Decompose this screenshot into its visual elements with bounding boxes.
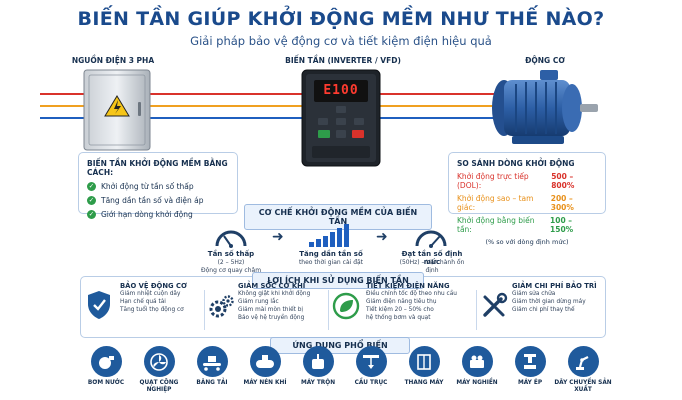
app-mixer: MÁY TRỘN [288, 346, 348, 387]
inverter-label: BIẾN TẦN (INVERTER / VFD) [285, 56, 401, 65]
soft-start-item: ✓Giới hạn dòng khởi động [87, 210, 193, 219]
divider [328, 290, 329, 330]
soft-start-title: BIẾN TẦN KHỞI ĐỘNG MỀM BẰNG CÁCH: [87, 159, 228, 177]
mixer-icon [312, 353, 324, 369]
press-icon [524, 353, 536, 369]
tools-icon [483, 292, 508, 317]
comparison-note: (% so với dòng định mức) [485, 238, 569, 246]
inverter-icon [301, 69, 381, 167]
app-crusher: MÁY NGHIỀN [447, 346, 507, 387]
step-rated-title: Đạt tần số định mức [401, 250, 463, 266]
app-press: MÁY ÉP [500, 346, 560, 387]
motor-label: ĐỘNG CƠ [525, 56, 565, 65]
check-icon: ✓ [87, 210, 96, 219]
gauge-full-icon [415, 230, 447, 248]
eco-leaf-icon [332, 292, 360, 320]
crusher-icon [470, 355, 484, 368]
crane-icon [363, 354, 379, 369]
step-rated-sub1: (50Hz) – Vận hành ổn định [399, 259, 465, 274]
app-elevator: THANG MÁY [394, 346, 454, 387]
divider [204, 290, 205, 330]
soft-start-item: ✓Khởi động từ tần số thấp [87, 182, 194, 191]
benefit-mechanical-shock: GIẢM SỐC CƠ KHÍ Không giật khi khởi động… [238, 282, 311, 322]
mechanism-title: CƠ CHẾ KHỞI ĐỘNG MỀM CỦA BIẾN TẦN [244, 204, 432, 230]
comparison-row: Khởi động sao – tam giác:200 – 300% [457, 194, 574, 212]
page-subtitle: Giải pháp bảo vệ động cơ và tiết kiệm đi… [190, 34, 492, 48]
app-pump: BƠM NƯỚC [76, 346, 136, 387]
power-label: NGUỒN ĐIỆN 3 PHA [71, 56, 155, 65]
robot-arm-icon [576, 355, 589, 370]
compressor-icon [256, 354, 274, 368]
step-ramp-sub1: theo thời gian cài đặt [298, 259, 364, 266]
app-fan: QUẠT CÔNG NGHIỆP [129, 346, 189, 394]
fan-icon [150, 352, 168, 371]
step-low-title: Tần số thấp [207, 250, 255, 258]
soft-start-box: BIẾN TẦN KHỞI ĐỘNG MỀM BẰNG CÁCH: ✓Khởi … [78, 152, 238, 219]
conveyor-icon [203, 355, 221, 371]
app-crane: CẦU TRỤC [341, 346, 401, 387]
comparison-title: SO SÁNH DÒNG KHỞI ĐỘNG [457, 159, 575, 168]
step-ramp-title: Tăng dần tần số [299, 250, 363, 258]
shield-check-icon [88, 291, 110, 319]
benefit-motor-protection: BẢO VỆ ĐỘNG CƠ Giảm nhiệt cuộn dây Hạn c… [120, 282, 187, 314]
page-title: BIẾN TẦN GIÚP KHỞI ĐỘNG MỀM NHƯ THẾ NÀO? [77, 8, 605, 30]
gauge-low-icon [215, 230, 247, 248]
inverter-display: E100 [323, 83, 359, 98]
pump-icon [99, 355, 114, 369]
benefit-maintenance-cost: GIẢM CHI PHÍ BẢO TRÌ Giảm sửa chữa Giảm … [512, 282, 597, 314]
check-icon: ✓ [87, 182, 96, 191]
app-conveyor: BĂNG TẢI [182, 346, 242, 387]
step-low-sub1: (2 – 5Hz) [217, 259, 245, 266]
check-icon: ✓ [87, 196, 96, 205]
elevator-icon [417, 353, 431, 370]
rising-bars-icon [309, 224, 349, 247]
divider [476, 290, 477, 330]
soft-start-item: ✓Tăng dần tần số và điện áp [87, 196, 204, 205]
benefits-title: LỢI ÍCH KHI SỬ DỤNG BIẾN TẦN [252, 272, 424, 289]
app-production-line: DÂY CHUYỀN SẢN XUẤT [553, 346, 613, 394]
gears-icon [209, 295, 234, 318]
comparison-row: Khởi động trực tiếp (DOL):500 – 800% [457, 172, 575, 190]
comparison-row: Khởi động bằng biến tần:100 – 150% [457, 216, 574, 234]
benefit-energy-saving: TIẾT KIỆM ĐIỆN NĂNG Điều chỉnh tốc độ th… [366, 282, 457, 322]
step-low-sub2: Động cơ quay chậm [200, 267, 262, 274]
app-compressor: MÁY NÉN KHÍ [235, 346, 295, 387]
comparison-box: SO SÁNH DÒNG KHỞI ĐỘNG Khởi động trực ti… [448, 152, 606, 246]
motor-icon [492, 70, 598, 144]
arrow-right-icon: ➜ [272, 229, 284, 245]
electrical-cabinet-icon [83, 69, 151, 151]
arrow-right-icon: ➜ [376, 229, 388, 245]
